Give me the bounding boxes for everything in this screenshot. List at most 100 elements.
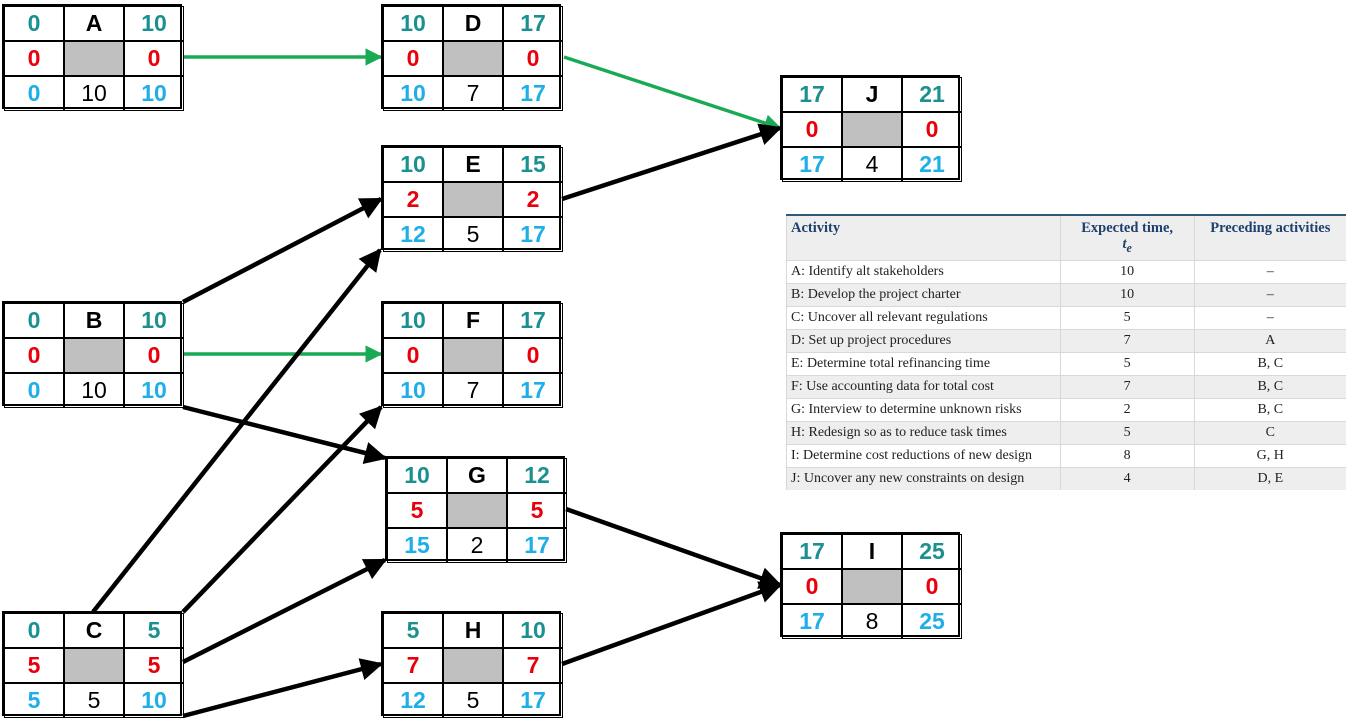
activity-table: Activity Expected time, te Preceding act…	[786, 213, 1346, 490]
header-time-symbol: t	[1122, 236, 1127, 252]
slack-right: 0	[902, 112, 962, 147]
node-center	[443, 648, 503, 683]
duration: 7	[443, 373, 503, 408]
arrow-c-to-h	[182, 658, 384, 719]
cell-preceding: –	[1193, 305, 1346, 330]
late-start: 0	[4, 76, 64, 111]
cell-expected-time: 8	[1059, 443, 1195, 468]
cell-activity: B: Develop the project charter	[786, 282, 1061, 307]
late-finish: 10	[124, 683, 184, 718]
early-start: 10	[383, 147, 443, 182]
late-finish: 17	[503, 217, 563, 252]
activity-name: C	[64, 613, 124, 648]
slack-right: 0	[503, 338, 563, 373]
arrow-b-to-g	[182, 404, 388, 464]
slack-left: 0	[383, 338, 443, 373]
early-finish: 12	[507, 458, 567, 493]
duration: 5	[443, 217, 503, 252]
late-start: 10	[383, 76, 443, 111]
late-finish: 17	[503, 373, 563, 408]
header-preceding: Preceding activities	[1193, 213, 1346, 261]
activity-name: D	[443, 6, 503, 41]
header-time-label: Expected time,	[1081, 220, 1174, 236]
early-start: 10	[383, 6, 443, 41]
late-finish: 17	[507, 528, 567, 563]
arrow-c-to-e	[91, 248, 382, 614]
early-start: 10	[383, 303, 443, 338]
arrow-c-to-g	[181, 557, 388, 665]
early-start: 17	[782, 534, 842, 569]
duration: 10	[64, 76, 124, 111]
early-finish: 5	[124, 613, 184, 648]
early-start: 5	[383, 613, 443, 648]
late-finish: 21	[902, 147, 962, 182]
late-finish: 17	[503, 683, 563, 718]
cell-expected-time: 7	[1059, 374, 1195, 399]
arrow-h-to-i	[561, 581, 783, 667]
table-row: I: Determine cost reductions of new desi…	[786, 443, 1346, 468]
early-finish: 17	[503, 6, 563, 41]
late-finish: 25	[902, 604, 962, 639]
duration: 5	[64, 683, 124, 718]
node-center	[64, 41, 124, 76]
cell-expected-time: 10	[1059, 282, 1195, 307]
late-start: 10	[383, 373, 443, 408]
activity-name: E	[443, 147, 503, 182]
activity-name: B	[64, 303, 124, 338]
late-start: 0	[4, 373, 64, 408]
activity-name: I	[842, 534, 902, 569]
cell-expected-time: 5	[1059, 305, 1195, 330]
early-finish: 10	[124, 6, 184, 41]
slack-left: 5	[4, 648, 64, 683]
arrow-b-to-e	[181, 197, 383, 304]
cell-preceding: B, C	[1193, 374, 1346, 399]
cell-preceding: B, C	[1193, 397, 1346, 422]
header-activity: Activity	[786, 213, 1061, 261]
slack-left: 0	[782, 112, 842, 147]
slack-right: 0	[902, 569, 962, 604]
cell-expected-time: 10	[1059, 259, 1195, 284]
header-expected-time: Expected time, te	[1059, 213, 1195, 261]
cell-activity: H: Redesign so as to reduce task times	[786, 420, 1061, 445]
cell-activity: C: Uncover all relevant regulations	[786, 305, 1061, 330]
node-center	[447, 493, 507, 528]
slack-left: 2	[383, 182, 443, 217]
cell-preceding: A	[1193, 328, 1346, 353]
activity-name: A	[64, 6, 124, 41]
early-start: 0	[4, 303, 64, 338]
cell-preceding: –	[1193, 282, 1346, 307]
early-finish: 25	[902, 534, 962, 569]
cell-preceding: D, E	[1193, 466, 1346, 490]
late-finish: 10	[124, 373, 184, 408]
cell-expected-time: 5	[1059, 420, 1195, 445]
activity-name: J	[842, 77, 902, 112]
late-finish: 17	[503, 76, 563, 111]
node-center	[64, 648, 124, 683]
slack-right: 0	[124, 338, 184, 373]
early-start: 10	[387, 458, 447, 493]
late-finish: 10	[124, 76, 184, 111]
cell-expected-time: 7	[1059, 328, 1195, 353]
early-start: 0	[4, 613, 64, 648]
node-center	[842, 112, 902, 147]
duration: 5	[443, 683, 503, 718]
early-finish: 17	[503, 303, 563, 338]
late-start: 5	[4, 683, 64, 718]
slack-right: 7	[503, 648, 563, 683]
cell-expected-time: 2	[1059, 397, 1195, 422]
cell-activity: D: Set up project procedures	[786, 328, 1061, 353]
cell-preceding: G, H	[1193, 443, 1346, 468]
slack-left: 0	[4, 338, 64, 373]
arrow-e-to-j	[561, 123, 783, 202]
slack-left: 7	[383, 648, 443, 683]
slack-left: 0	[782, 569, 842, 604]
